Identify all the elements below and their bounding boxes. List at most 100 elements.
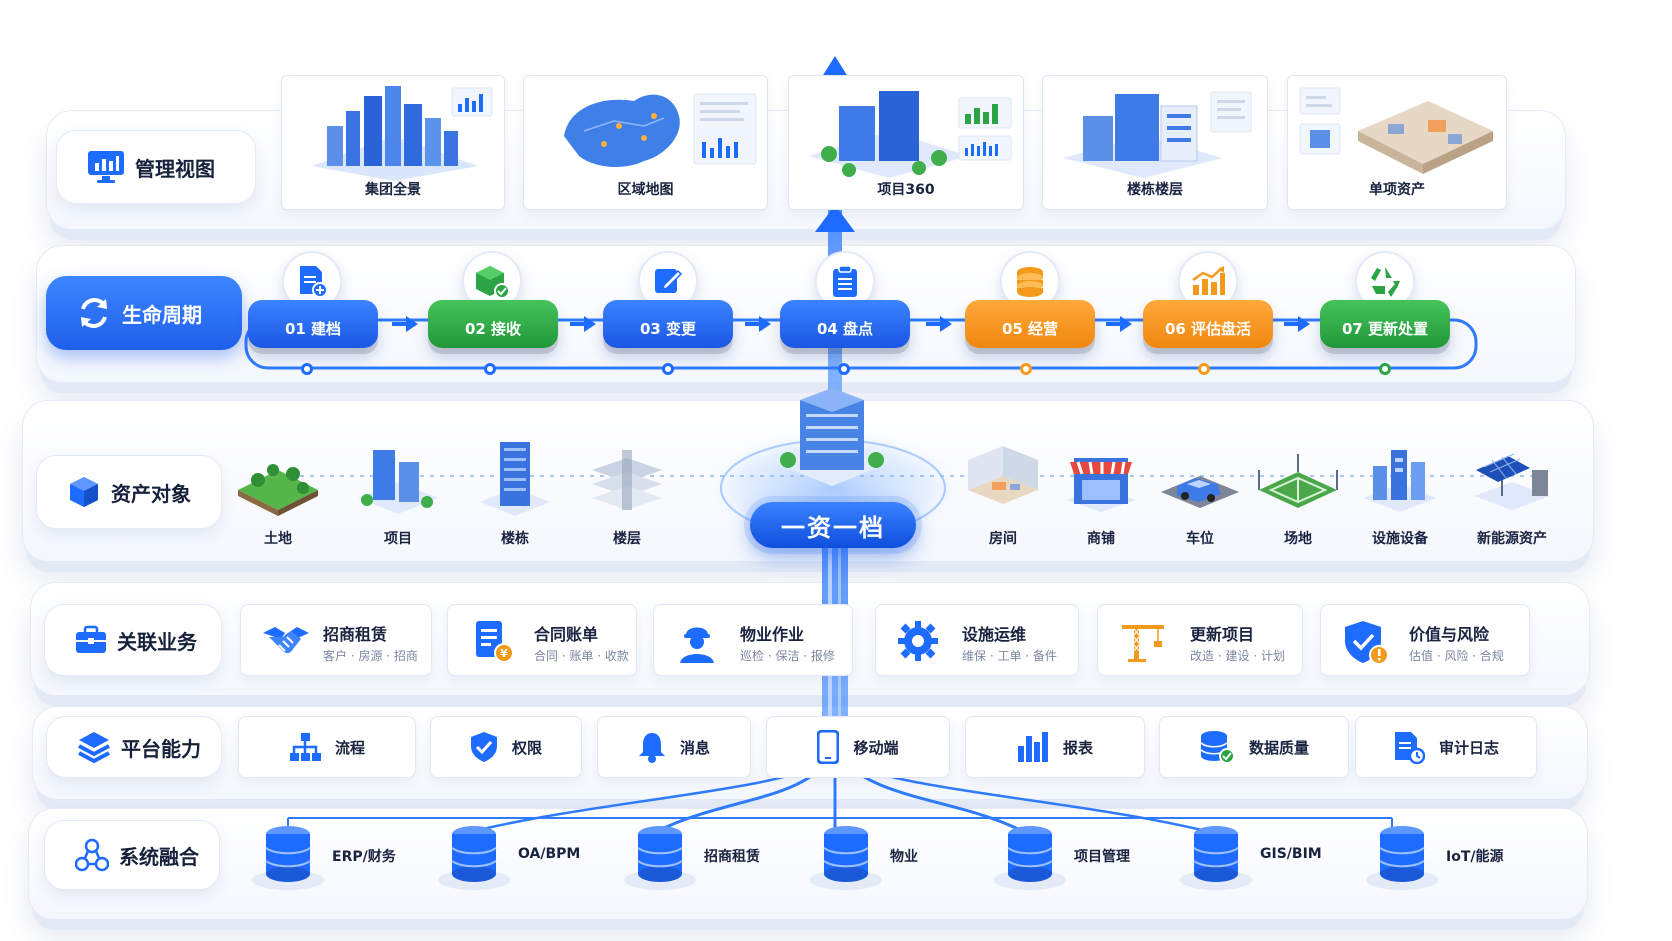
biz-card-renewal[interactable]: 更新项目 改造 · 建设 · 计划	[1097, 604, 1303, 676]
view-card-group[interactable]: 集团全景	[281, 75, 505, 210]
land-icon	[238, 464, 318, 516]
platform-item-mobile[interactable]: 移动端	[766, 716, 950, 778]
stage-button-3[interactable]: 03 变更	[603, 300, 733, 348]
edit-icon	[655, 269, 683, 293]
lifecycle-label[interactable]: 生命周期	[46, 276, 242, 350]
track-node-1	[301, 363, 313, 375]
lifecycle-label-text: 生命周期	[122, 302, 202, 327]
audit-log-icon	[1394, 732, 1425, 764]
view-card-caption: 楼栋楼层	[1127, 182, 1183, 198]
platform-item-permission[interactable]: 权限	[430, 716, 582, 778]
asset-name: 楼栋	[501, 531, 529, 547]
biz-card-subtitle: 维保 · 工单 · 备件	[962, 649, 1057, 663]
platform-item-data-quality[interactable]: 数据质量	[1159, 716, 1349, 778]
one-asset-one-file-badge[interactable]: 一资一档	[750, 502, 916, 548]
view-card-caption: 项目360	[877, 182, 935, 198]
system-item-label: 项目管理	[1074, 849, 1130, 865]
platform-item-label: 移动端	[853, 738, 899, 757]
asset-parking[interactable]: 车位	[1155, 440, 1245, 550]
asset-tower[interactable]: 楼栋	[470, 440, 560, 550]
system-item-label: ERP/财务	[332, 849, 396, 865]
biz-card-property[interactable]: 物业作业 巡检 · 保洁 · 报修	[653, 604, 853, 676]
biz-card-title: 设施运维	[962, 625, 1027, 644]
bell-icon	[638, 733, 665, 763]
system-item-label: OA/BPM	[518, 846, 581, 862]
shield-check-icon	[470, 732, 497, 762]
platform-item-audit-log[interactable]: 审计日志	[1355, 716, 1537, 778]
refresh-cycle-icon	[81, 298, 107, 328]
assets-label[interactable]: 资产对象	[36, 455, 222, 529]
system-item[interactable]: 招商租赁	[622, 822, 772, 892]
asset-land[interactable]: 土地	[233, 440, 323, 550]
gear-icon	[898, 621, 938, 661]
biz-card-contract[interactable]: ¥ 合同账单 合同 · 账单 · 收款	[447, 604, 637, 676]
network-nodes-icon	[75, 838, 109, 872]
worker-icon	[680, 627, 714, 663]
dashboard-monitor-icon	[88, 151, 124, 183]
database-icon	[252, 826, 324, 890]
asset-facility[interactable]: 设施设备	[1355, 440, 1445, 550]
crane-icon	[1122, 625, 1164, 662]
platform-item-message[interactable]: 消息	[597, 716, 751, 778]
platform-item-workflow[interactable]: 流程	[238, 716, 416, 778]
asset-project[interactable]: 项目	[353, 440, 443, 550]
stage-button-2[interactable]: 02 接收	[428, 300, 558, 348]
track-node-6	[1198, 363, 1210, 375]
platform-label[interactable]: 平台能力	[46, 716, 222, 778]
building-floors-icon	[1063, 91, 1252, 178]
cube-check-icon	[476, 266, 510, 299]
stage-button-7[interactable]: 07 更新处置	[1320, 300, 1450, 348]
clipboard-icon	[833, 265, 857, 297]
view-card-building[interactable]: 楼栋楼层	[1042, 75, 1268, 210]
center-building-icon	[772, 388, 892, 486]
system-item-label: GIS/BIM	[1260, 846, 1322, 862]
stage-button-4[interactable]: 04 盘点	[780, 300, 910, 348]
asset-room[interactable]: 房间	[958, 440, 1048, 550]
workflow-icon	[289, 733, 321, 761]
asset-name: 车位	[1186, 531, 1214, 547]
systems-label[interactable]: 系统融合	[44, 820, 220, 890]
system-item[interactable]: ERP/财务	[250, 822, 400, 892]
biz-card-value-risk[interactable]: 价值与风险 估值 · 风险 · 合规	[1320, 604, 1530, 676]
biz-card-subtitle: 客户 · 房源 · 招商	[323, 649, 418, 663]
biz-card-maintenance[interactable]: 设施运维 维保 · 工单 · 备件	[875, 604, 1079, 676]
asset-field[interactable]: 场地	[1253, 440, 1343, 550]
biz-card-title: 合同账单	[534, 625, 599, 644]
platform-item-label: 权限	[511, 738, 542, 757]
view-card-region[interactable]: 区域地图	[523, 75, 768, 210]
biz-card-title: 物业作业	[740, 625, 805, 644]
project-buildings-icon	[809, 91, 1012, 178]
system-item[interactable]: IoT/能源	[1364, 822, 1514, 892]
asset-name: 土地	[264, 531, 292, 547]
field-icon	[1258, 454, 1338, 508]
database-icon	[624, 826, 696, 890]
platform-item-report[interactable]: 报表	[965, 716, 1145, 778]
asset-shop[interactable]: 商铺	[1056, 440, 1146, 550]
cube-icon	[70, 477, 98, 507]
biz-card-title: 招商租赁	[323, 625, 388, 644]
track-node-2	[484, 363, 496, 375]
view-card-caption: 集团全景	[365, 182, 421, 198]
business-label[interactable]: 关联业务	[44, 604, 222, 676]
stage-button-5[interactable]: 05 经营	[965, 300, 1095, 348]
management-label[interactable]: 管理视图	[56, 130, 256, 204]
asset-new-energy[interactable]: 新能源资产	[1462, 440, 1562, 550]
system-item[interactable]: 物业	[808, 822, 958, 892]
stage-button-6[interactable]: 06 评估盘活	[1143, 300, 1273, 348]
asset-floor[interactable]: 楼层	[582, 440, 672, 550]
shop-icon	[1066, 458, 1136, 512]
system-item[interactable]: 项目管理	[992, 822, 1142, 892]
system-item[interactable]: GIS/BIM	[1178, 822, 1328, 892]
database-icon	[810, 826, 882, 890]
asset-name: 新能源资产	[1477, 531, 1547, 547]
view-card-project[interactable]: 项目360	[788, 75, 1024, 210]
view-card-single-asset[interactable]: 单项资产	[1287, 75, 1507, 210]
system-item[interactable]: OA/BPM	[436, 822, 586, 892]
shield-warning-icon	[1345, 621, 1389, 665]
svg-text:¥: ¥	[500, 647, 508, 660]
platform-item-label: 审计日志	[1438, 738, 1499, 757]
system-item-label: IoT/能源	[1446, 849, 1504, 865]
stage-button-1[interactable]: 01 建档	[248, 300, 378, 348]
solar-panel-icon	[1474, 453, 1550, 510]
biz-card-leasing[interactable]: 招商租赁 客户 · 房源 · 招商	[240, 604, 432, 676]
